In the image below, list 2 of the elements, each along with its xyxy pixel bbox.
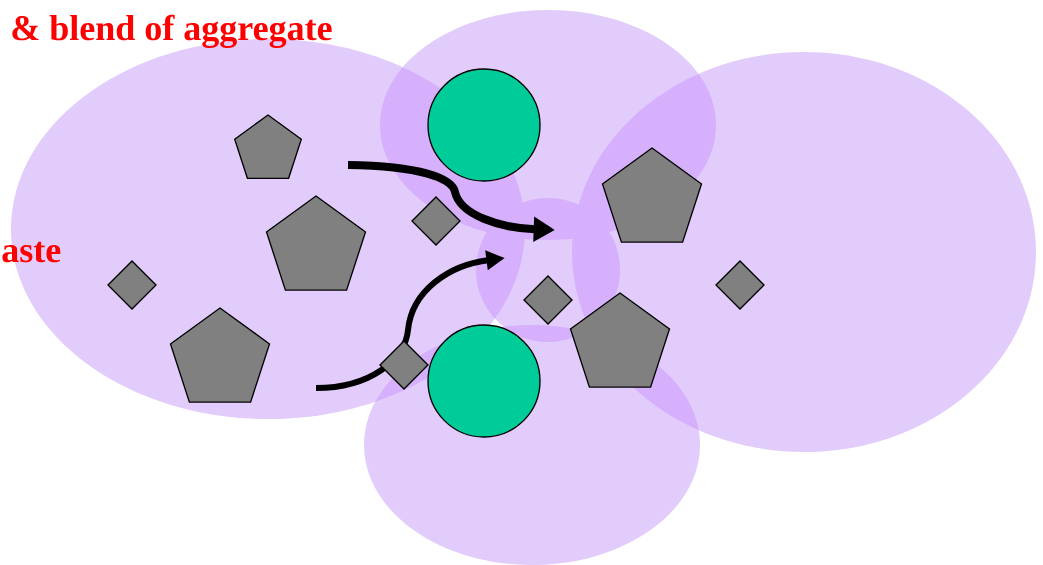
caption-text: aste bbox=[2, 241, 61, 263]
caption-text: & blend of aggregate bbox=[12, 14, 332, 48]
